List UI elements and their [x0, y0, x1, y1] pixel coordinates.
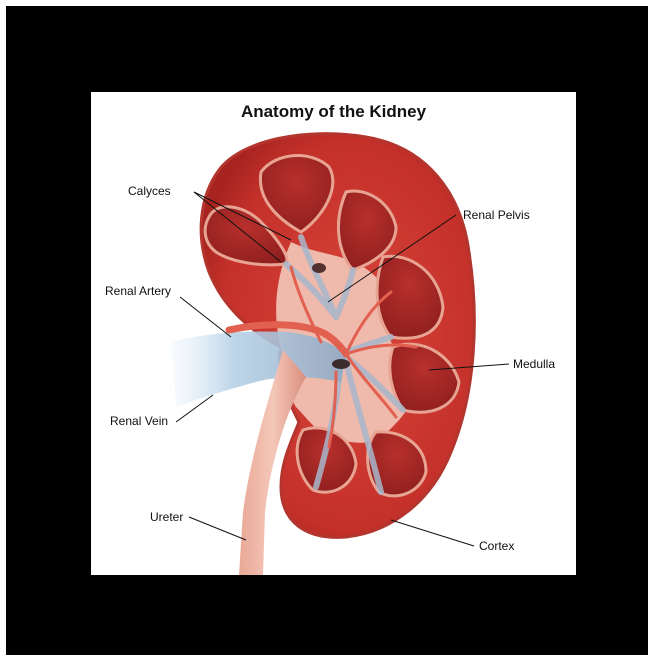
pelvis-opening: [332, 359, 350, 369]
label-renal-artery: Renal Artery: [105, 284, 171, 298]
label-medulla: Medulla: [513, 357, 555, 371]
label-calyces: Calyces: [128, 184, 171, 198]
diagram-panel: Anatomy of the Kidney: [91, 92, 576, 575]
label-ureter: Ureter: [150, 510, 183, 524]
label-cortex: Cortex: [479, 539, 514, 553]
kidney-illustration: [91, 92, 576, 575]
calyx-opening: [312, 263, 326, 273]
label-renal-pelvis: Renal Pelvis: [463, 208, 530, 222]
label-renal-vein: Renal Vein: [110, 414, 168, 428]
